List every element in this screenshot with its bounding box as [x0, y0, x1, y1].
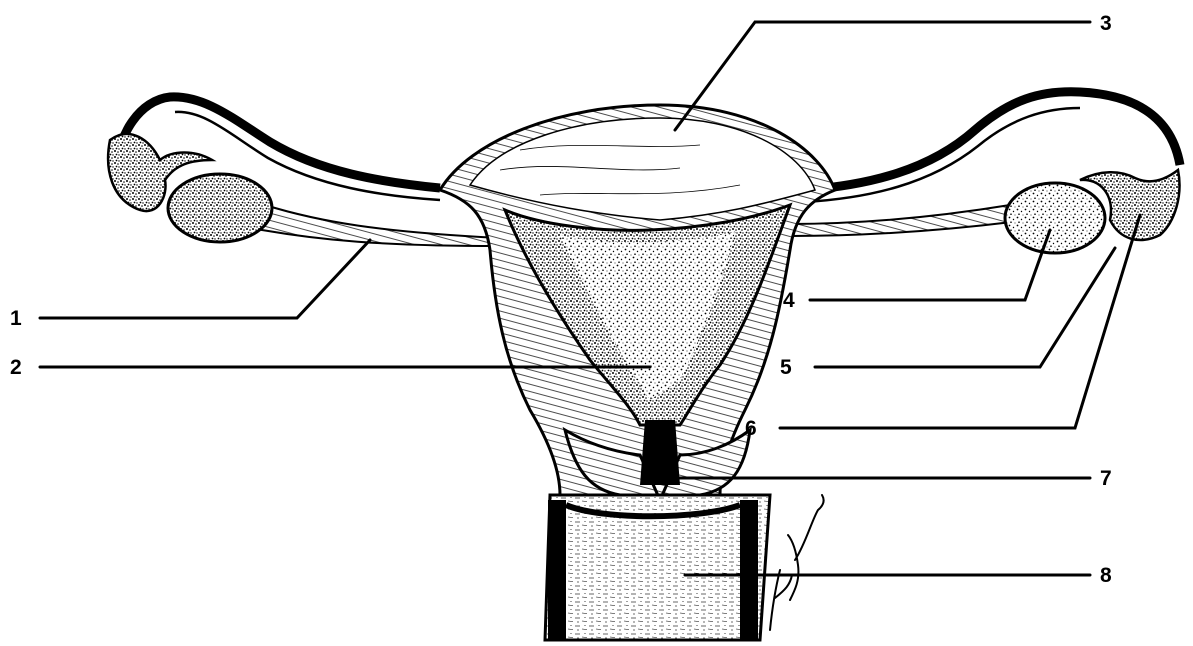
left-ovary [168, 174, 272, 242]
leader-line-5 [815, 248, 1115, 367]
label-6: 6 [745, 417, 757, 440]
label-3: 3 [1100, 12, 1112, 35]
label-1: 1 [10, 307, 22, 330]
right-ovarian-ligament [790, 205, 1012, 236]
label-2: 2 [10, 356, 22, 379]
artist-signature [770, 495, 824, 630]
leader-line-1 [40, 240, 370, 318]
label-5: 5 [780, 356, 792, 379]
label-7: 7 [1100, 467, 1112, 490]
right-ovary [1005, 183, 1105, 253]
vagina [545, 495, 770, 640]
left-ovarian-ligament [262, 205, 500, 246]
leader-line-4 [810, 230, 1050, 300]
label-4: 4 [783, 289, 795, 312]
label-8: 8 [1100, 564, 1112, 587]
